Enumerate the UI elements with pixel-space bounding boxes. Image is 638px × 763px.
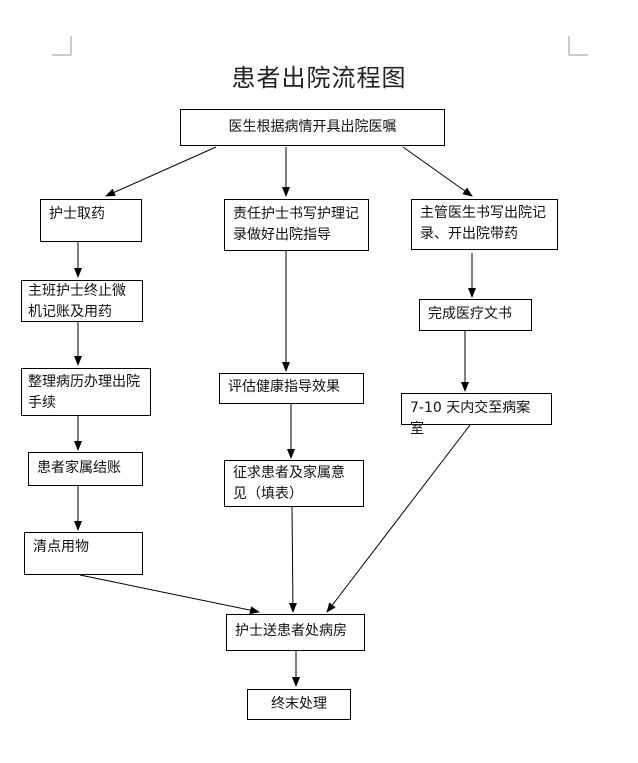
node-responsible-nurse-write: 责任护士书写护理记录做好出院指导 <box>224 199 369 251</box>
node-count-items: 清点用物 <box>24 532 143 575</box>
node-nurse-in-charge-stop-billing: 主班护士终止微机记账及用药 <box>21 280 143 322</box>
page-corner-mark-left <box>52 36 72 56</box>
arrow-order-to-attending <box>402 146 473 197</box>
node-nurse-fetch-medicine: 护士取药 <box>40 199 142 242</box>
node-doctor-order: 医生根据病情开具出院医嘱 <box>180 109 445 146</box>
node-final-process: 终末处理 <box>247 689 351 720</box>
arrow-collect-to-escort <box>288 506 297 613</box>
node-evaluate-guidance: 评估健康指导效果 <box>219 373 364 404</box>
arrow-submit-to-escort <box>326 424 471 613</box>
arrow-count-to-escort <box>79 574 260 615</box>
node-complete-documents: 完成医疗文书 <box>419 299 532 331</box>
node-collect-opinion: 征求患者及家属意见（填表） <box>224 460 364 507</box>
arrow-order-to-fetch <box>105 146 217 197</box>
node-submit-records: 7-10 天内交至病案室 <box>401 393 552 437</box>
diagram-title: 患者出院流程图 <box>231 64 407 92</box>
node-family-settle: 患者家属结账 <box>28 452 143 486</box>
node-attending-doctor-write: 主管医生书写出院记录、开出院带药 <box>411 199 558 250</box>
node-organize-records: 整理病历办理出院手续 <box>21 368 151 416</box>
page-corner-mark-right <box>568 36 588 56</box>
node-nurse-escort: 护士送患者处病房 <box>226 614 365 651</box>
